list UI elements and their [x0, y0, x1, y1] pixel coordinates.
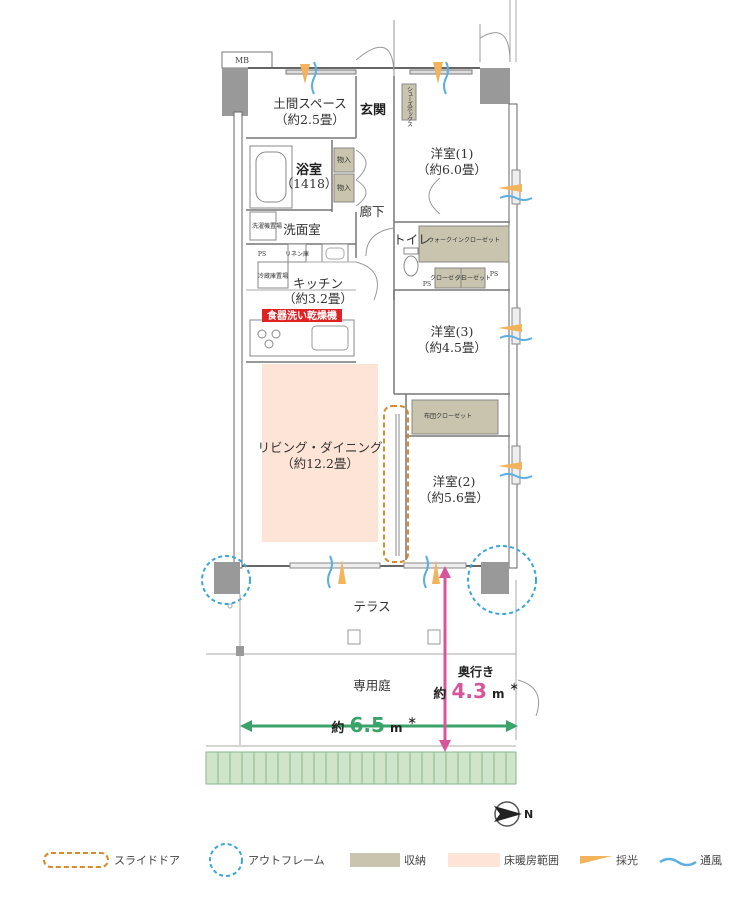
kitchen-shelves [246, 261, 356, 291]
width-value: 6.5 [349, 713, 384, 737]
legend-ventilation-swatch [659, 857, 697, 867]
doors [355, 20, 540, 717]
label-kitchen: キッチン [293, 276, 343, 291]
washbasin [321, 243, 349, 263]
label-yoshitsu1-size: （約6.0畳） [417, 162, 487, 177]
legend-out-frame-label: アウトフレーム [248, 854, 325, 867]
label-wash-machine: 洗濯機置場 [252, 222, 282, 230]
compass-icon [494, 801, 522, 827]
washing-machine-area [249, 211, 277, 241]
width-unit: m [390, 721, 403, 735]
depth-title: 奥行き [458, 664, 494, 679]
kitchen-counter [249, 319, 355, 357]
terrace-garden [206, 594, 516, 745]
label-living: リビング・ダイニング [257, 440, 382, 455]
depth-dimension-arrow [439, 566, 451, 752]
width-mark: ＊ [408, 716, 417, 727]
label-mb: MB [235, 56, 249, 65]
label-yoshitsu2: 洋室(2) [433, 474, 476, 489]
label-yoshitsu1: 洋室(1) [431, 146, 474, 161]
legend-out-frame-swatch [209, 843, 243, 877]
label-ps2: PS [423, 281, 431, 288]
depth-unit: m [492, 687, 505, 701]
legend-storage-label: 収納 [404, 854, 426, 867]
depth-dimension-label: 約 4.3 m ＊ [433, 679, 518, 703]
label-garden: 専用庭 [353, 678, 391, 693]
label-genkan: 玄関 [360, 102, 386, 118]
storage-areas [333, 83, 510, 435]
label-dish-dryer: 食器洗い乾燥機 [266, 309, 337, 322]
label-closet1: クローゼット [430, 274, 466, 282]
width-dimension-arrow [240, 720, 518, 732]
label-walkin-closet: ウォークインクローゼット [428, 236, 500, 244]
label-closet2: クローゼット [455, 274, 491, 282]
label-doma-size: （約2.5畳） [275, 112, 345, 127]
label-yokushitsu: 浴室 [296, 162, 322, 178]
legend-storage-swatch [350, 853, 400, 867]
label-terrace: テラス [353, 599, 390, 614]
depth-prefix: 約 [433, 686, 446, 702]
compass-label: N [524, 808, 533, 821]
linen-cabinet [287, 243, 307, 263]
floor-heating-area [262, 364, 378, 542]
width-dimension-label: 約 6.5 m ＊ [331, 713, 416, 737]
label-yoshitsu3: 洋室(3) [431, 324, 474, 339]
label-ps3: PS [490, 271, 498, 278]
label-living-size: （約12.2畳） [281, 456, 359, 471]
legend-daylight-swatch [580, 856, 612, 864]
width-prefix: 約 [331, 720, 344, 736]
depth-mark: ＊ [510, 682, 519, 693]
label-yoshitsu3-size: （約4.5畳） [417, 340, 487, 355]
legend-floor-heating-swatch [448, 853, 500, 867]
label-yoshitsu2-size: （約5.6畳） [419, 490, 489, 505]
label-senmenshitsu: 洗面室 [283, 222, 321, 237]
label-roka: 廊下 [359, 204, 384, 219]
label-linen: リネン庫 [285, 250, 309, 258]
hedge [205, 745, 517, 785]
label-kitchen-size: （約3.2畳） [283, 291, 353, 306]
label-shoes-box: シューズボックス [406, 86, 413, 127]
label-mono1: 物入 [337, 155, 351, 164]
fridge-area [257, 261, 289, 289]
label-ps1: PS [258, 251, 266, 258]
dish-dryer-badge [262, 309, 342, 322]
legend-slide-door-label: スライドドア [114, 854, 180, 867]
out-frame-marker-left [201, 555, 251, 605]
label-mono2: 物入 [337, 183, 351, 192]
label-toilet: トイレ [393, 232, 431, 247]
bathtub [249, 145, 293, 209]
legend-slide-door-swatch [43, 852, 109, 868]
legend-floor-heating-label: 床暖房範囲 [504, 853, 559, 867]
daylight-marks [300, 62, 522, 584]
out-frame-marker-right [467, 545, 537, 615]
legend-daylight-label: 採光 [616, 853, 638, 867]
label-fridge: 冷蔵庫置場 [258, 272, 288, 280]
depth-value: 4.3 [451, 679, 486, 703]
legend: スライドドア アウトフレーム 収納 床暖房範囲 採光 通風 [43, 843, 722, 877]
toilet-fixture [403, 247, 419, 277]
label-doma: 土間スペース [273, 96, 347, 111]
label-yokushitsu-size: （1418） [281, 176, 338, 191]
legend-ventilation-label: 通風 [700, 854, 722, 867]
interior-walls [246, 76, 510, 560]
outer-railing [509, 0, 517, 740]
label-futon-closet: 布団クローゼット [424, 412, 472, 420]
slide-door-marker [383, 405, 409, 563]
slide-door-panels [395, 414, 400, 556]
ventilation-marks [311, 61, 533, 589]
